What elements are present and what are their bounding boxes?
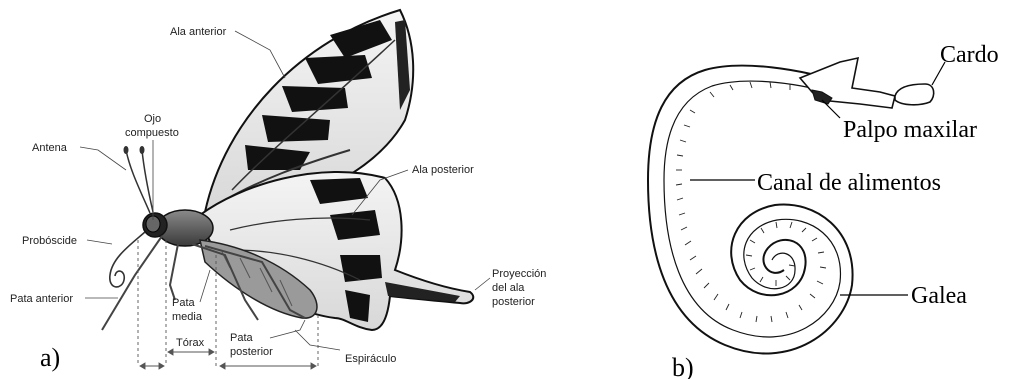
label-proyeccion-line1: Proyección [492, 268, 546, 280]
label-canal-de-alimentos: Canal de alimentos [757, 170, 941, 196]
galea-outer-outline [648, 66, 853, 354]
measurement-arrows [140, 349, 316, 369]
label-espiraculo: Espiráculo [345, 353, 396, 365]
stipes-illustration [800, 58, 895, 108]
label-galea: Galea [911, 283, 967, 309]
proboscis-diagram: Cardo Palpo maxilar Canal de alimentos G… [648, 42, 999, 379]
label-pata-media-line2: media [172, 311, 203, 323]
panel-a-letter: a) [40, 343, 60, 372]
label-proyeccion-line3: posterior [492, 296, 535, 308]
label-pata-posterior-line1: Pata [230, 332, 254, 344]
label-cardo: Cardo [940, 42, 999, 68]
label-proyeccion-line2: del ala [492, 282, 525, 294]
leader-proboscide [87, 240, 112, 244]
label-pata-anterior: Pata anterior [10, 293, 73, 305]
label-pata-media-line1: Pata [172, 297, 196, 309]
label-antena: Antena [32, 142, 68, 154]
head-illustration [143, 213, 167, 237]
galea-inner-outline [664, 81, 848, 337]
label-ala-posterior: Ala posterior [412, 164, 474, 176]
leader-ala-anterior [235, 31, 285, 78]
leader-palpo [822, 100, 840, 118]
leader-espiraculo [295, 330, 340, 350]
leader-proyeccion [475, 278, 490, 290]
label-torax: Tórax [176, 337, 205, 349]
label-pata-posterior-line2: posterior [230, 346, 273, 358]
label-palpo-maxilar: Palpo maxilar [843, 117, 977, 143]
cardo-illustration [895, 84, 934, 105]
proboscis-illustration [110, 232, 145, 287]
label-ojo-line2: compuesto [125, 127, 179, 139]
antennae-illustration [124, 146, 154, 213]
butterfly-diagram: Ala anterior Ojo compuesto Antena Ala po… [10, 10, 546, 372]
food-canal-setae [676, 82, 826, 322]
label-proboscide: Probóscide [22, 235, 77, 247]
label-ala-anterior: Ala anterior [170, 26, 227, 38]
leader-pata-media [200, 270, 210, 302]
label-ojo-line1: Ojo [144, 113, 161, 125]
panel-b-letter: b) [672, 353, 694, 379]
leader-antena [80, 147, 126, 170]
